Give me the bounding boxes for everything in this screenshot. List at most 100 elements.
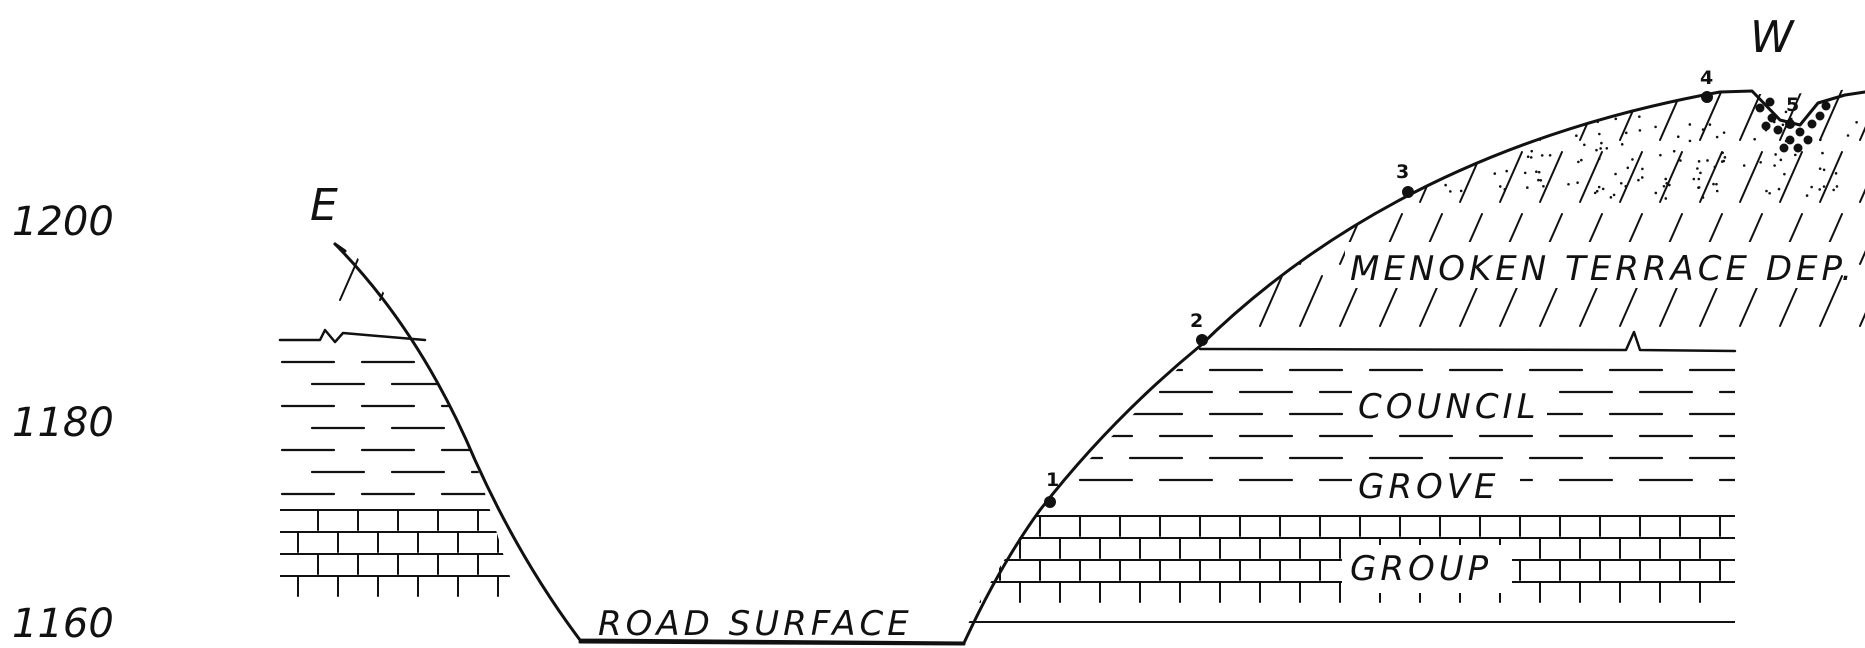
hatch-stroke — [1180, 152, 1202, 202]
hatch-stroke — [1300, 214, 1322, 264]
stipple-dot — [1664, 197, 1667, 200]
hatch-stroke — [1620, 90, 1642, 140]
hatch-stroke — [1460, 90, 1482, 140]
stipple-dot — [1806, 194, 1809, 197]
stipple-dot — [1679, 159, 1682, 162]
unit-label-terrace: MENOKEN TERRACE DEP. — [1350, 249, 1856, 289]
stipple-dot — [1625, 132, 1628, 135]
stipple-dot — [1495, 129, 1498, 132]
stipple-dot — [1706, 159, 1709, 162]
stipple-dot — [1505, 170, 1508, 173]
stipple-dot — [1537, 179, 1540, 182]
stipple-dot — [1530, 156, 1533, 159]
hatch-stroke — [1860, 214, 1865, 264]
stipple-dot — [1743, 164, 1746, 167]
station-label-4: 4 — [1700, 67, 1713, 89]
hatch-stroke — [260, 250, 282, 300]
hatch-stroke — [1340, 152, 1362, 202]
stipple-dot — [1596, 190, 1599, 193]
station-label-5: 5 — [1786, 94, 1799, 116]
stipple-dot — [1595, 149, 1598, 152]
hatch-stroke — [1460, 152, 1482, 202]
stipple-dot — [1599, 147, 1602, 150]
hatch-stroke — [340, 250, 362, 300]
stipple-dot — [1480, 129, 1483, 132]
stipple-dot — [1698, 160, 1701, 163]
stipple-dot — [1702, 128, 1705, 131]
stipple-dot — [1460, 190, 1463, 193]
elevation-label-1160: 1160 — [12, 601, 114, 647]
hatch-stroke — [380, 250, 402, 300]
stipple-dot — [1724, 156, 1727, 159]
hatch-stroke — [1300, 90, 1322, 140]
direction-east: E — [310, 180, 338, 231]
elevation-label-1180: 1180 — [12, 400, 114, 446]
stipple-dot — [1444, 184, 1447, 187]
stipple-dot — [1663, 185, 1666, 188]
stipple-dot — [1626, 167, 1629, 170]
stipple-dot — [1716, 190, 1719, 193]
stipple-dot — [1457, 118, 1460, 121]
stipple-dot — [1466, 113, 1469, 116]
unit-label-grove: GROVE — [1358, 467, 1499, 507]
stipple-dot — [1598, 133, 1601, 136]
stipple-dot — [1835, 172, 1838, 175]
hatch-stroke — [1860, 276, 1865, 326]
hatch-stroke — [1260, 152, 1282, 202]
stipple-dot — [1614, 173, 1617, 176]
stipple-dot — [1709, 123, 1712, 126]
stipple-dot — [1768, 192, 1771, 195]
stipple-dot — [1524, 172, 1527, 175]
stipple-dot — [1794, 154, 1797, 157]
unit-label-group: GROUP — [1350, 549, 1492, 589]
hatch-stroke — [1820, 152, 1842, 202]
stipple-dot — [1759, 161, 1762, 164]
gravel-pebble — [1796, 128, 1805, 137]
stipple-dot — [1613, 194, 1616, 197]
stipple-dot — [1847, 134, 1850, 137]
stipple-dot — [1614, 118, 1617, 121]
stipple-dot — [1493, 172, 1496, 175]
hatch-stroke — [1180, 90, 1202, 140]
station-label-3: 3 — [1396, 161, 1409, 183]
hatch-stroke — [1220, 214, 1242, 264]
gravel-pebble — [1794, 144, 1803, 153]
stipple-dot — [1654, 126, 1657, 129]
stipple-dot — [1659, 154, 1662, 157]
stipple-dot — [1600, 142, 1603, 145]
hatch-stroke — [1300, 152, 1322, 202]
stipple-dot — [1641, 176, 1644, 179]
stipple-dot — [1783, 173, 1786, 176]
hatch-stroke — [1500, 152, 1522, 202]
east-shale-hatch — [282, 362, 524, 494]
unit-label-road-surface: ROAD SURFACE — [598, 604, 913, 644]
gravel-pebble — [1786, 136, 1795, 145]
stipple-dot — [1712, 183, 1715, 186]
gravel-pebble — [1822, 102, 1831, 111]
stipple-dot — [1450, 126, 1453, 129]
stipple-dot — [1765, 190, 1768, 193]
stipple-dot — [1773, 164, 1776, 167]
stipple-dot — [1697, 186, 1700, 189]
hatch-stroke — [300, 250, 322, 300]
station-point-1 — [1044, 496, 1056, 508]
stipple-dot — [1855, 121, 1858, 124]
hatch-stroke — [1180, 214, 1202, 264]
station-point-4 — [1701, 91, 1713, 103]
gravel-pebble — [1766, 98, 1775, 107]
stipple-dot — [1722, 160, 1725, 163]
stipple-dot — [1442, 147, 1445, 150]
hatch-stroke — [1700, 152, 1722, 202]
hatch-stroke — [1660, 90, 1682, 140]
hatch-stroke — [1220, 90, 1242, 140]
stipple-dot — [1495, 130, 1498, 133]
stipple-dot — [1821, 152, 1824, 155]
stipple-dot — [1697, 178, 1700, 181]
stipple-dot — [1715, 183, 1718, 186]
hatch-stroke — [1500, 90, 1522, 140]
stipple-dot — [1716, 136, 1719, 139]
stipple-dot — [1499, 185, 1502, 188]
stipple-dot — [1638, 115, 1641, 118]
stipple-dot — [1583, 144, 1586, 147]
